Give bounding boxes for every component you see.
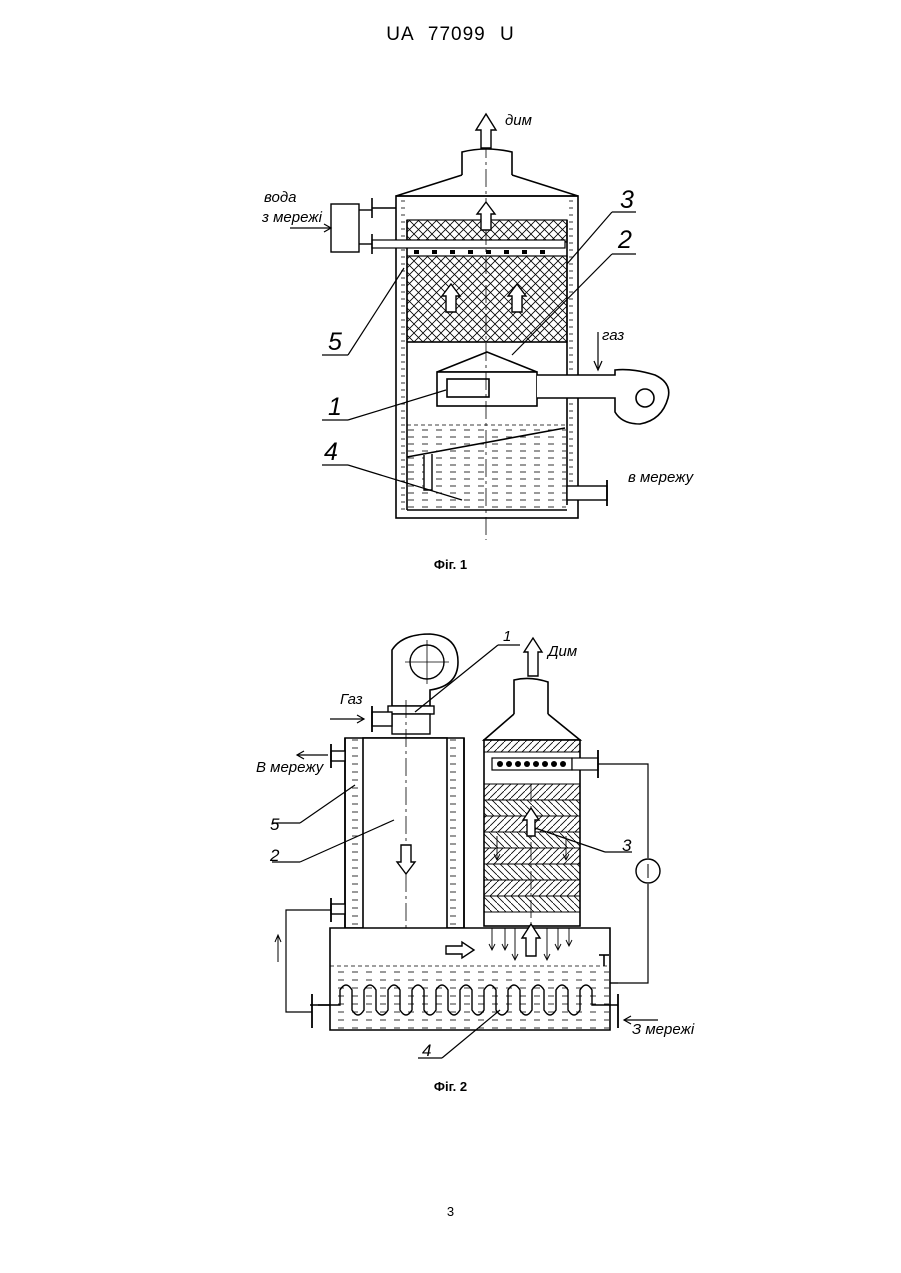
figure-2-diagram: 1 5 2 3 4 Дим Газ В мережу З мережі — [0, 0, 901, 1100]
fig2-label-3: 3 — [622, 836, 632, 855]
fig2-label-5: 5 — [270, 815, 280, 834]
fig2-gas-label: Газ — [340, 691, 363, 708]
fig2-from-network-label: З мережі — [632, 1021, 695, 1038]
fig2-label-2: 2 — [269, 846, 280, 865]
page-number: 3 — [0, 1204, 901, 1219]
figure-2-caption: Фіг. 2 — [0, 1079, 901, 1094]
fig2-label-4: 4 — [422, 1041, 431, 1060]
fig2-smoke-label: Дим — [546, 643, 577, 660]
fig2-to-network-label: В мережу — [256, 759, 325, 776]
fig2-label-1: 1 — [503, 628, 511, 645]
